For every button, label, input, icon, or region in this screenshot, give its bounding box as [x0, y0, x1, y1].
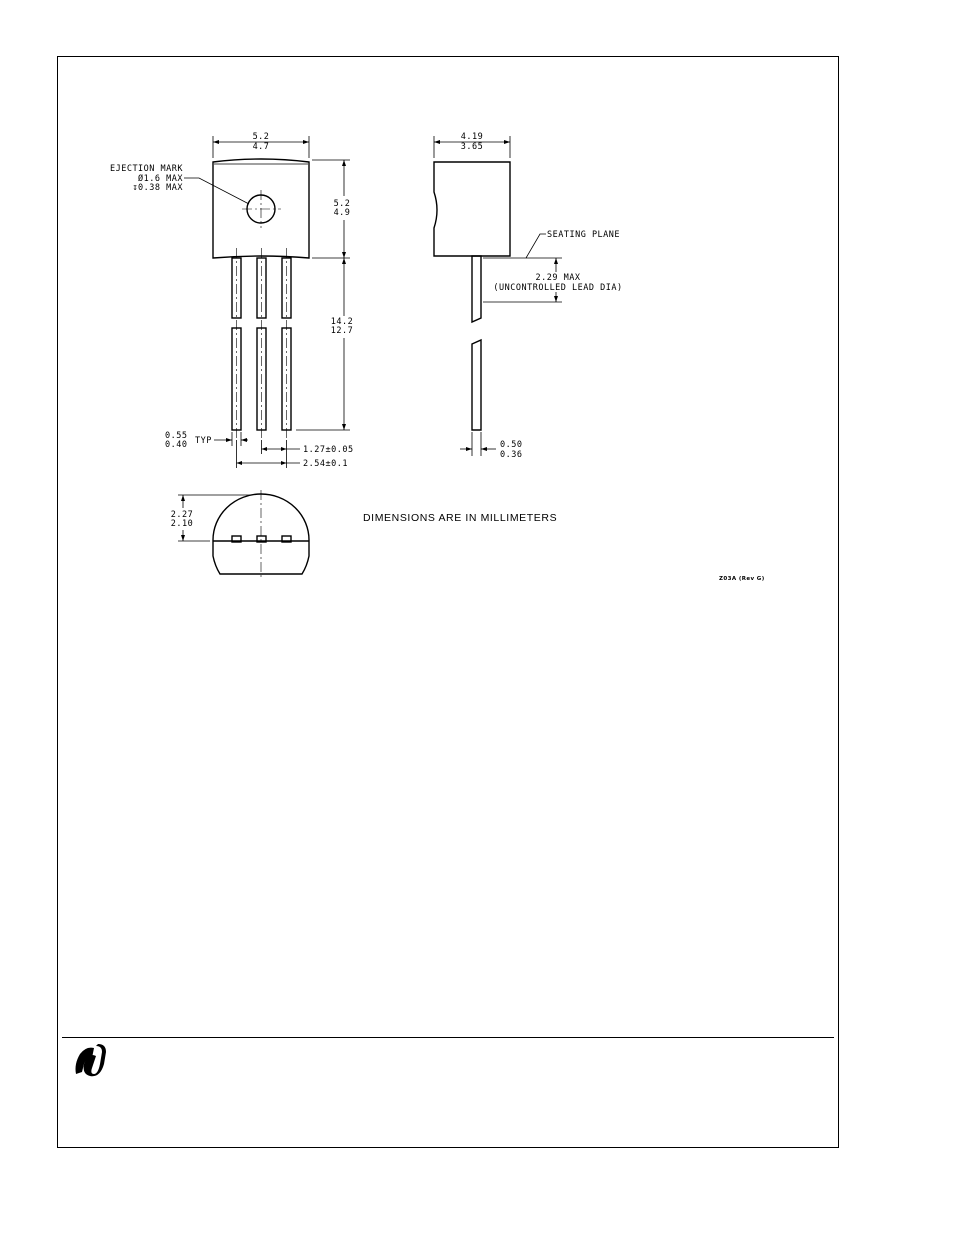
bottom-height-min: 2.10: [171, 519, 193, 529]
lead-thickness-max: 0.50: [500, 440, 522, 450]
side-lead-upper: [472, 256, 481, 322]
uncontrolled-dia-label: (UNCONTROLLED LEAD DIA): [493, 283, 622, 293]
lead-length-min: 12.7: [331, 326, 353, 336]
body-width-max: 5.2: [253, 132, 270, 142]
ejection-mark-depth: ↧0.38 MAX: [132, 183, 183, 193]
ejection-mark-label: EJECTION MARK: [110, 164, 183, 174]
national-semiconductor-logo-icon: [76, 1044, 107, 1076]
front-leads: [232, 248, 291, 440]
side-view: 4.19 3.65 SEATING PLANE 2.29 MAX (UNCONT…: [434, 132, 623, 460]
side-lead-lower: [472, 340, 481, 430]
lead-width-min: 0.40: [165, 440, 187, 450]
lead-thickness-min: 0.36: [500, 450, 522, 460]
seating-plane-label: SEATING PLANE: [547, 230, 620, 240]
drawing-revision: Z03A (Rev G): [719, 576, 765, 582]
lead-span: 2.54±0.1: [303, 459, 348, 469]
footer-rule: [62, 1037, 834, 1038]
side-body-outline: [434, 162, 510, 256]
bottom-view: 2.27 2.10: [171, 490, 309, 580]
body-depth-max: 4.19: [461, 132, 483, 142]
front-view: 5.2 4.7 5.2 4.9 14.2 12.7 EJECTION MARK …: [110, 132, 354, 469]
lead-width-suffix: TYP: [195, 436, 212, 446]
body-width-min: 4.7: [253, 142, 270, 152]
body-height-min: 4.9: [334, 208, 351, 218]
body-depth-min: 3.65: [461, 142, 483, 152]
lead-pitch: 1.27±0.05: [303, 445, 354, 455]
units-note: DIMENSIONS ARE IN MILLIMETERS: [363, 512, 557, 524]
uncontrolled-dia-value: 2.29 MAX: [536, 273, 581, 283]
